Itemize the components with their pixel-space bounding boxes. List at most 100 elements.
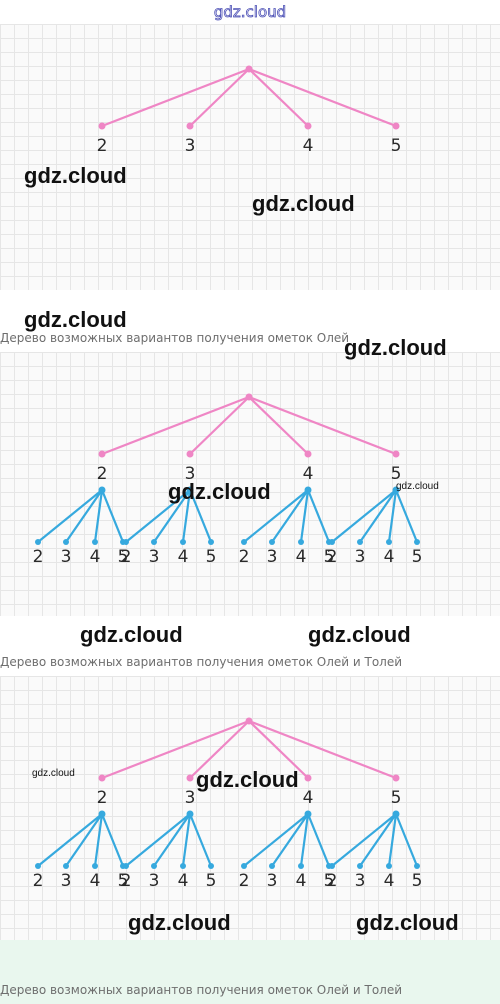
tree-node xyxy=(98,122,106,130)
tree-node xyxy=(298,539,304,545)
tree-edge xyxy=(359,489,397,543)
leaf-label: 4 xyxy=(178,871,189,891)
tree-node xyxy=(151,863,157,869)
tree-edge xyxy=(153,489,191,543)
tree-edge xyxy=(188,489,213,543)
leaf-label: 5 xyxy=(118,871,129,891)
leaf-label: 5 xyxy=(412,871,423,891)
tree-edge xyxy=(189,396,250,455)
leaf-label: 4 xyxy=(384,871,395,891)
tree-node xyxy=(186,810,194,818)
watermark: gdz.cloud xyxy=(252,191,355,216)
tree-edge xyxy=(306,489,331,543)
leaf-label: 2 xyxy=(121,871,132,891)
tree-edge xyxy=(100,489,125,543)
node-label: 4 xyxy=(303,136,314,156)
leaf-label: 3 xyxy=(355,547,366,567)
tree-edge xyxy=(153,813,191,867)
leaf-label: 3 xyxy=(267,547,278,567)
tree-edge xyxy=(101,719,250,780)
tree-edge xyxy=(65,813,103,867)
tree-node xyxy=(151,539,157,545)
tree-node xyxy=(241,863,247,869)
tree-node xyxy=(186,774,194,782)
tree-node xyxy=(392,450,400,458)
tree-root-node xyxy=(245,65,253,73)
tree-edge xyxy=(101,67,250,128)
tree-node xyxy=(304,774,312,782)
leaf-label: 4 xyxy=(296,871,307,891)
watermark: gdz.cloud xyxy=(344,335,447,360)
tree-node xyxy=(414,539,420,545)
tree-node xyxy=(180,863,186,869)
leaf-label: 2 xyxy=(239,547,250,567)
leaf-label: 4 xyxy=(296,547,307,567)
tree-edge xyxy=(331,813,397,867)
watermark: gdz.cloud xyxy=(128,910,231,935)
watermark: gdz.cloud xyxy=(80,622,183,647)
leaf-label: 4 xyxy=(90,871,101,891)
tree-node xyxy=(35,863,41,869)
tree-edge xyxy=(189,68,250,127)
tree-node xyxy=(123,863,129,869)
node-label: 5 xyxy=(391,464,402,484)
node-label: 2 xyxy=(97,788,108,808)
leaf-label: 2 xyxy=(121,547,132,567)
watermark: gdz.cloud xyxy=(168,479,271,504)
tree-node xyxy=(98,450,106,458)
tree-node xyxy=(304,122,312,130)
leaf-label: 2 xyxy=(327,547,338,567)
watermark: gdz.cloud xyxy=(32,768,75,779)
tree-edge xyxy=(248,68,309,127)
node-label: 3 xyxy=(185,788,196,808)
tree-edge xyxy=(93,489,104,543)
tree-node xyxy=(304,810,312,818)
tree-node xyxy=(92,863,98,869)
node-label: 5 xyxy=(391,136,402,156)
tree-edge xyxy=(394,489,419,543)
watermark: gdz.cloud xyxy=(356,910,459,935)
tree-edge xyxy=(189,720,250,779)
tree-edge xyxy=(248,395,397,456)
tree-edge xyxy=(394,813,419,867)
tree-edge xyxy=(359,813,397,867)
leaf-label: 4 xyxy=(178,547,189,567)
watermark: gdz.cloud xyxy=(24,307,127,332)
tree-edge xyxy=(271,489,309,543)
tree-edge xyxy=(37,489,103,543)
tree-edge xyxy=(243,813,309,867)
tree-edge xyxy=(387,813,398,867)
tree-edge xyxy=(181,813,192,867)
tree-node xyxy=(329,863,335,869)
node-label: 3 xyxy=(185,464,196,484)
leaf-label: 5 xyxy=(206,871,217,891)
tree-edge xyxy=(188,813,213,867)
tree-edge xyxy=(299,489,310,543)
tree-edge xyxy=(248,396,309,455)
leaf-label: 2 xyxy=(33,871,44,891)
tree-edge xyxy=(100,813,125,867)
caption-band xyxy=(0,940,500,1004)
watermark: gdz.cloud xyxy=(24,163,127,188)
site-header-logo[interactable]: gdz.cloud xyxy=(213,3,287,22)
tree-node xyxy=(357,539,363,545)
leaf-label: 5 xyxy=(412,547,423,567)
leaf-label: 2 xyxy=(239,871,250,891)
tree-edge xyxy=(101,395,250,456)
leaf-label: 3 xyxy=(61,871,72,891)
tree-root-node xyxy=(245,393,253,401)
tree-edge xyxy=(243,489,309,543)
leaf-label: 2 xyxy=(327,871,338,891)
tree-root-node xyxy=(245,717,253,725)
diagram-caption: Дерево возможных вариантов получения оме… xyxy=(0,331,350,345)
watermark: gdz.cloud xyxy=(396,481,439,492)
tree-node xyxy=(386,539,392,545)
tree-edge xyxy=(125,813,191,867)
leaf-label: 4 xyxy=(384,547,395,567)
tree-node xyxy=(63,863,69,869)
tree-node xyxy=(304,486,312,494)
tree-edge xyxy=(271,813,309,867)
node-label: 3 xyxy=(185,136,196,156)
